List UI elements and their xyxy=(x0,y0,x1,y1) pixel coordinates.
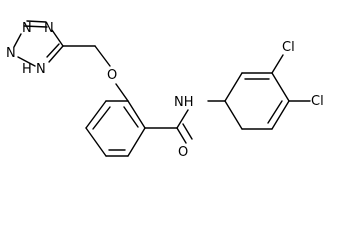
bond xyxy=(46,43,60,58)
atom-label-o: O xyxy=(107,68,117,83)
atom-label-n: N xyxy=(6,46,16,61)
structure-diagram: N N N N H O NH O Cl Cl xyxy=(6,20,324,160)
dichlorophenyl-ring xyxy=(224,72,290,130)
bond xyxy=(23,25,48,28)
bond xyxy=(271,54,284,74)
benzene-ring xyxy=(85,100,146,157)
bond xyxy=(123,106,139,128)
bond xyxy=(127,127,146,157)
atom-label-cl: Cl xyxy=(311,94,324,109)
bond xyxy=(224,72,243,102)
bond xyxy=(224,100,243,130)
bond xyxy=(17,56,36,67)
bond xyxy=(176,109,189,129)
bond xyxy=(94,45,111,67)
bond xyxy=(92,106,111,130)
atom-label-n: N xyxy=(22,21,32,36)
atom-label-o: O xyxy=(178,145,188,160)
bond xyxy=(182,123,193,140)
atom-label-n: N xyxy=(36,62,46,77)
tetrazole-ring xyxy=(13,20,64,67)
bond xyxy=(127,100,146,129)
atom-label-cl: Cl xyxy=(282,40,295,55)
molecule-canvas: N N N N H O NH O Cl Cl xyxy=(6,20,324,160)
bond xyxy=(85,100,107,129)
bond xyxy=(85,127,107,157)
bond xyxy=(271,100,290,130)
atom-label-n: N xyxy=(44,21,54,36)
bond xyxy=(26,20,47,23)
atom-label-nh: NH xyxy=(174,95,194,110)
bond xyxy=(13,33,22,48)
bond xyxy=(115,83,129,102)
atom-label-h: H xyxy=(22,62,32,77)
bond xyxy=(48,45,64,63)
bond xyxy=(51,29,64,47)
bond xyxy=(176,127,187,144)
bond xyxy=(271,72,290,102)
bond xyxy=(267,100,283,124)
